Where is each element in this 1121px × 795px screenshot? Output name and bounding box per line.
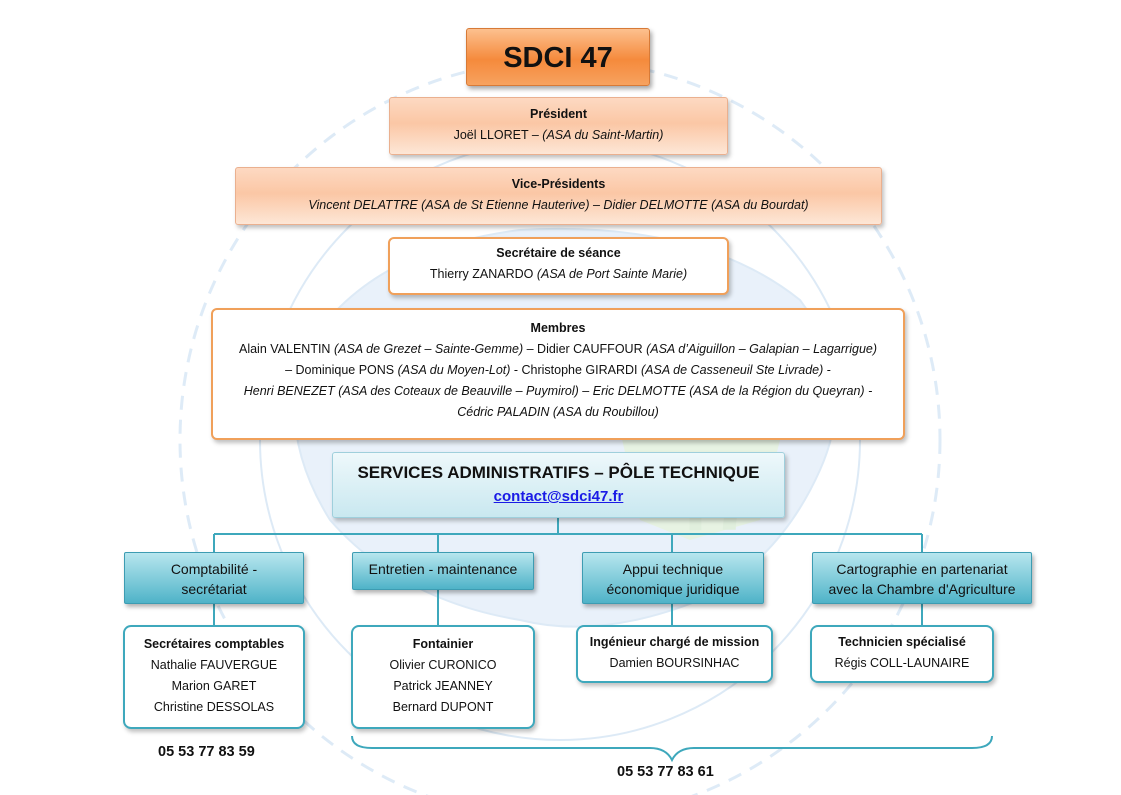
staff-accounting: Secrétaires comptables Nathalie FAUVERGU… [123,625,305,729]
members-line-4: Cédric PALADIN (ASA du Roubillou) [457,405,659,419]
pole-accounting: Comptabilité - secrétariat [124,552,304,604]
vice-presidents-box: Vice-Présidents Vincent DELATTRE (ASA de… [235,167,882,225]
pole-technical-support: Appui technique économique juridique [582,552,764,604]
vice-presidents-text: Vincent DELATTRE (ASA de St Etienne Haut… [308,198,809,212]
members-line-1: Alain VALENTIN (ASA de Grezet – Sainte-G… [238,342,878,356]
staff-maintenance: Fontainier Olivier CURONICO Patrick JEAN… [351,625,535,729]
services-heading: SERVICES ADMINISTRATIFS – PÔLE TECHNIQUE [357,463,760,482]
president-heading: Président [530,107,587,121]
vice-presidents-heading: Vice-Présidents [511,177,606,191]
brace [351,735,993,763]
president-name: Joël LLORET – [453,128,543,142]
org-title: SDCI 47 [503,42,613,74]
president-line: Joël LLORET – (ASA du Saint-Martin) [390,125,727,146]
members-line-2: – Dominique PONS (ASA du Moyen-Lot) - Ch… [285,363,831,377]
secretary-name: Thierry ZANARDO [429,267,537,281]
pole-maintenance: Entretien - maintenance [352,552,534,590]
president-asa: (ASA du Saint-Martin) [542,128,664,142]
staff-technician: Technicien spécialisé Régis COLL-LAUNAIR… [810,625,994,683]
services-box: SERVICES ADMINISTRATIFS – PÔLE TECHNIQUE… [332,452,785,518]
title-box: SDCI 47 [466,28,650,86]
contact-email-link[interactable]: contact@sdci47.fr [493,488,624,505]
secretary-box: Secrétaire de séance Thierry ZANARDO (AS… [388,237,729,295]
secretary-line: Thierry ZANARDO (ASA de Port Sainte Mari… [390,264,727,285]
vice-presidents-line: Vincent DELATTRE (ASA de St Etienne Haut… [236,195,881,216]
members-line-3: Henri BENEZET (ASA des Coteaux de Beauvi… [243,384,873,398]
phone-technical: 05 53 77 83 61 [617,764,714,780]
president-box: Président Joël LLORET – (ASA du Saint-Ma… [389,97,728,155]
secretary-heading: Secrétaire de séance [496,246,621,260]
members-heading: Membres [530,321,586,335]
pole-cartography: Cartographie en partenariat avec la Cham… [812,552,1032,604]
members-box: Membres Alain VALENTIN (ASA de Grezet – … [211,308,905,440]
staff-engineer: Ingénieur chargé de mission Damien BOURS… [576,625,773,683]
secretary-asa: (ASA de Port Sainte Marie) [536,267,688,281]
phone-accounting: 05 53 77 83 59 [158,744,255,760]
